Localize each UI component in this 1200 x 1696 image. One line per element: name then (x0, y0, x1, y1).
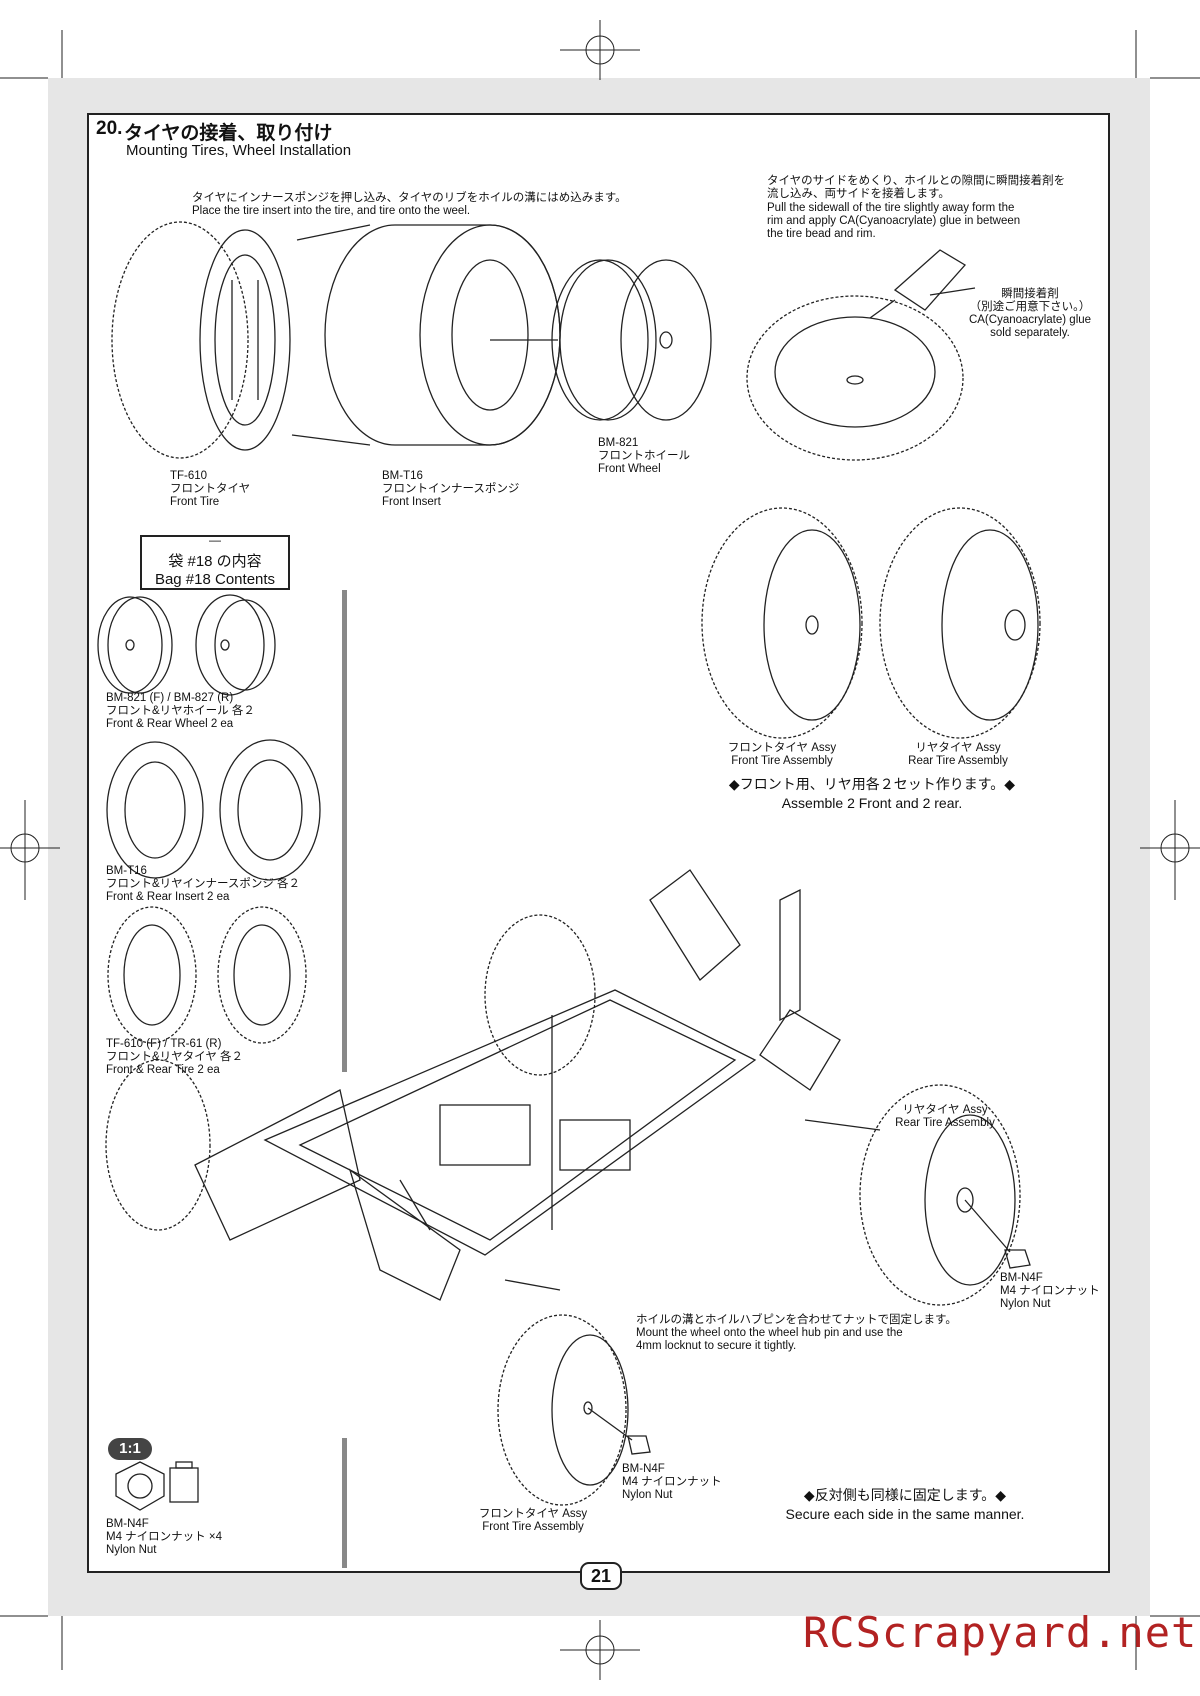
bag-tires-code: TF-610 (F) / TR-61 (R) (106, 1038, 222, 1050)
bag-inserts-code: BM-T16 (106, 865, 147, 877)
scale-nut-code: BM-N4F (106, 1518, 149, 1530)
insert-instruction-en: Place the tire insert into the tire, and… (192, 205, 471, 217)
bag-wheels-drawing (97, 594, 276, 696)
same-side-note-en: Secure each side in the same manner. (785, 1506, 1025, 1522)
install-rear-jp: リヤタイヤ Assy (902, 1104, 988, 1116)
glue-label-en-1: CA(Cyanoacrylate) glue (968, 314, 1092, 326)
wheel-part-jp: フロントホイール (598, 450, 690, 462)
rear-assembly-jp: リヤタイヤ Assy (915, 742, 1001, 754)
bag-inserts-jp: フロント&リヤインナースポンジ 各２ (106, 878, 301, 890)
front-assembly-en: Front Tire Assembly (731, 755, 833, 767)
assemble-note-jp: ◆フロント用、リヤ用各２セット作ります。◆ (728, 776, 1016, 792)
tire-drawing (111, 221, 291, 459)
wheel-part-en: Front Wheel (598, 463, 661, 475)
glue-label-jp: 瞬間接着剤 (1001, 288, 1059, 300)
install-front-jp: フロントタイヤ Assy (478, 1508, 588, 1520)
bag-tires-drawing (107, 906, 307, 1044)
glue-instruction-jp-1: タイヤのサイドをめくり、ホイルとの隙間に瞬間接着剤を (767, 175, 1066, 187)
glue-tire-drawing (746, 249, 976, 461)
nut1-jp: M4 ナイロンナット (1000, 1285, 1100, 1297)
install-front-en: Front Tire Assembly (482, 1521, 584, 1533)
tire-part-jp: フロントタイヤ (170, 483, 251, 495)
front-assembly-jp: フロントタイヤ Assy (727, 742, 837, 754)
mount-instruction-en-1: Mount the wheel onto the wheel hub pin a… (636, 1327, 903, 1339)
nut2-code: BM-N4F (622, 1463, 665, 1475)
bag-wheels-jp: フロント&リヤホイール 各２ (106, 705, 255, 717)
bag-wheels-en: Front & Rear Wheel 2 ea (106, 718, 234, 730)
bag-tires-en: Front & Rear Tire 2 ea (106, 1064, 220, 1076)
bag-wheels-code: BM-821 (F) / BM-827 (R) (106, 692, 234, 704)
bag-inserts-en: Front & Rear Insert 2 ea (106, 891, 230, 903)
section-divider-bar-lower (342, 1438, 347, 1568)
bag-contents-box: 袋 #18 の内容 Bag #18 Contents (140, 535, 290, 590)
insert-part-en: Front Insert (382, 496, 441, 508)
insert-instruction-jp: タイヤにインナースポンジを押し込み、タイヤのリブをホイルの溝にはめ込みます。 (192, 192, 627, 204)
tire-part-code: TF-610 (170, 470, 208, 482)
insert-drawing (291, 224, 561, 446)
bag-contents-en: Bag #18 Contents (154, 571, 276, 588)
buggy-chassis-drawing (105, 869, 881, 1301)
step-title-en: Mounting Tires, Wheel Installation (126, 142, 352, 159)
nut2-jp: M4 ナイロンナット (622, 1476, 722, 1488)
glue-instruction-en-2: rim and apply CA(Cyanoacrylate) glue in … (767, 215, 1021, 227)
front-tire-install-drawing (497, 1314, 651, 1506)
assembled-tires-drawing (701, 507, 1041, 739)
mount-instruction-jp: ホイルの溝とホイルハブピンを合わせてナットで固定します。 (636, 1314, 957, 1326)
mount-instruction-en-2: 4mm locknut to secure it tightly. (636, 1340, 797, 1352)
tire-part-en: Front Tire (170, 496, 220, 508)
scale-badge: 1:1 (108, 1438, 152, 1460)
nut2-en: Nylon Nut (622, 1489, 673, 1501)
wheel-part-code: BM-821 (598, 437, 639, 449)
section-divider-bar (342, 590, 347, 1072)
bag-dash: — (209, 533, 221, 547)
bag-tires-jp: フロント&リヤタイヤ 各２ (106, 1051, 244, 1063)
insert-part-code: BM-T16 (382, 470, 423, 482)
bag-inserts-drawing (106, 739, 321, 881)
site-watermark: RCScrapyard.net (803, 1608, 1198, 1657)
crop-marks (0, 20, 1200, 1680)
scale-nut-jp: M4 ナイロンナット ×4 (106, 1531, 222, 1543)
wheel-drawing (551, 259, 712, 421)
nut1-code: BM-N4F (1000, 1272, 1043, 1284)
rear-tire-install-drawing (859, 1084, 1031, 1306)
step-title-jp: タイヤの接着、取り付け (124, 123, 333, 144)
assemble-note-en: Assemble 2 Front and 2 rear. (781, 795, 963, 811)
glue-instruction-jp-2: 流し込み、両サイドを接着します。 (767, 188, 950, 200)
nut1-en: Nylon Nut (1000, 1298, 1051, 1310)
glue-label-en-2: sold separately. (990, 327, 1070, 339)
same-side-note-jp: ◆反対側も同様に固定します。◆ (803, 1487, 1007, 1503)
rear-assembly-en: Rear Tire Assembly (908, 755, 1008, 767)
install-rear-en: Rear Tire Assembly (895, 1117, 995, 1129)
insert-part-jp: フロントインナースポンジ (382, 483, 520, 495)
scale-nut-drawing (115, 1461, 199, 1511)
step-number: 20. (96, 118, 123, 139)
glue-instruction-en-1: Pull the sidewall of the tire slightly a… (767, 202, 1015, 214)
glue-instruction-en-3: the tire bead and rim. (767, 228, 876, 240)
scale-nut-en: Nylon Nut (106, 1544, 157, 1556)
bag-contents-jp: 袋 #18 の内容 (168, 553, 262, 570)
glue-label-jp-2: （別途ご用意下さい。） (969, 301, 1091, 313)
page-number: 21 (580, 1562, 622, 1590)
